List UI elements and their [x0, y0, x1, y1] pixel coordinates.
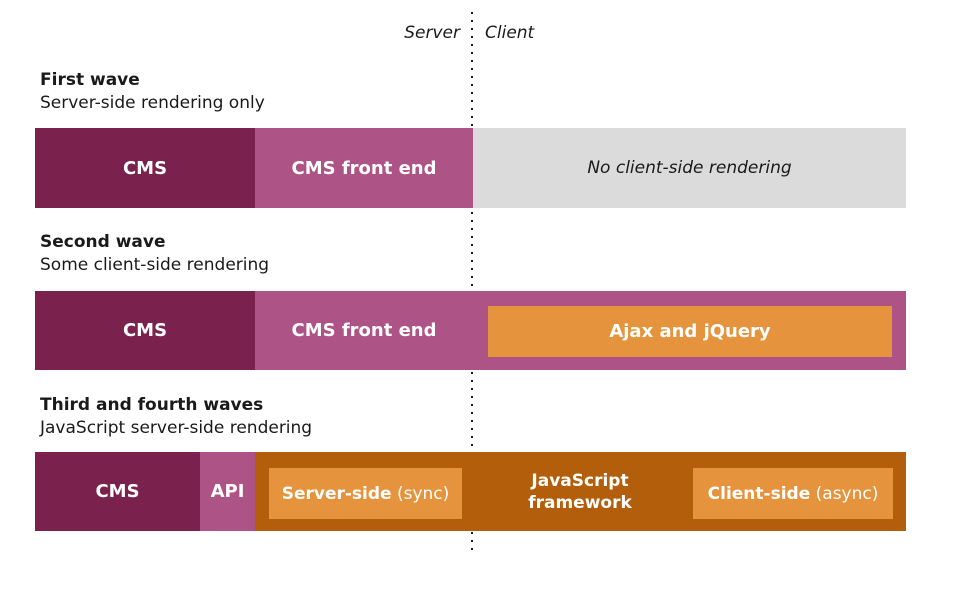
second-wave-bar: CMS CMS front end Ajax and jQuery [35, 291, 906, 370]
server-side-sync-box: Server-side (sync) [269, 468, 462, 519]
cms-segment-label: CMS [122, 320, 168, 341]
client-side-label-bold: Client-side [707, 483, 811, 504]
section-subtitle: Server-side rendering only [40, 93, 265, 113]
ajax-jquery-box: Ajax and jQuery [488, 306, 892, 357]
section-subtitle: Some client-side rendering [40, 255, 270, 275]
javascript-framework-label: JavaScript framework [495, 452, 665, 531]
javascript-framework-label-line2: framework [528, 492, 632, 513]
cms-front-end-segment: CMS front end [255, 128, 473, 208]
server-client-dotted-divider [471, 12, 473, 552]
no-client-rendering-segment: No client-side rendering [473, 128, 906, 208]
server-side-label-rest: (sync) [391, 483, 450, 504]
ajax-jquery-label: Ajax and jQuery [609, 321, 771, 342]
cms-segment-label: CMS [122, 157, 168, 179]
first-wave-bar: CMS CMS front end No client-side renderi… [35, 128, 906, 208]
section-subtitle: JavaScript server-side rendering [40, 418, 313, 438]
cms-segment: CMS [35, 291, 255, 370]
cms-front-end-label-wrap: CMS front end [255, 291, 473, 370]
section-second-wave-header: Second wave Some client-side rendering [40, 231, 269, 277]
cms-segment-label: CMS [95, 481, 140, 502]
cms-front-end-label: CMS front end [291, 320, 437, 341]
client-side-async-box: Client-side (async) [693, 468, 893, 519]
client-axis-label: Client [485, 23, 535, 43]
server-axis-label: Server [404, 23, 460, 43]
section-title: First wave [40, 70, 140, 90]
cms-front-end-segment: CMS front end Ajax and jQuery [255, 291, 906, 370]
api-segment: API [200, 452, 255, 531]
section-title: Third and fourth waves [40, 395, 264, 415]
no-client-rendering-label: No client-side rendering [587, 158, 792, 178]
api-segment-label: API [210, 481, 245, 502]
cms-segment: CMS [35, 128, 255, 208]
section-first-wave-header: First wave Server-side rendering only [40, 69, 265, 115]
javascript-framework-segment: Server-side (sync) JavaScript framework … [255, 452, 906, 531]
cms-segment: CMS [35, 452, 200, 531]
cms-front-end-label: CMS front end [291, 157, 437, 179]
section-third-fourth-waves-header: Third and fourth waves JavaScript server… [40, 394, 312, 440]
server-side-label-bold: Server-side [281, 483, 392, 504]
client-side-label-rest: (async) [810, 483, 879, 504]
third-fourth-waves-bar: CMS API Server-side (sync) JavaScript fr… [35, 452, 906, 531]
section-title: Second wave [40, 232, 166, 252]
javascript-framework-label-line1: JavaScript [531, 470, 629, 491]
